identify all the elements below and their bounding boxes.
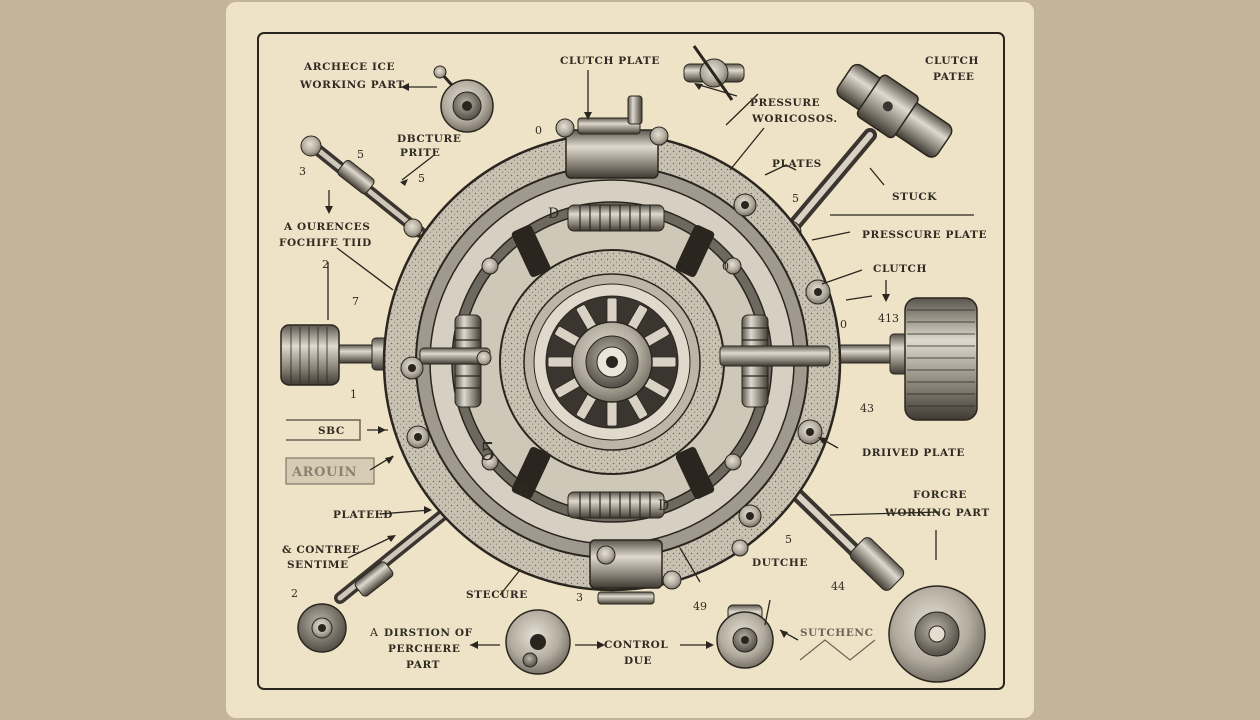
label-clutch-patee-1: CLUTCH xyxy=(925,55,979,67)
window-slots xyxy=(511,225,715,499)
bracket-sutchenc xyxy=(799,639,876,661)
label-dbcture-1: DBCTURE xyxy=(397,133,461,145)
number-marker: 3 xyxy=(576,591,583,604)
number-marker: 43 xyxy=(860,402,874,415)
number-marker: 413 xyxy=(878,312,899,325)
number-marker: 2 xyxy=(291,587,298,600)
number-marker: 0 xyxy=(722,260,729,273)
arm-lower-right xyxy=(773,471,986,683)
hub xyxy=(545,295,679,429)
top-pin-part xyxy=(683,45,745,101)
label-control-2: DUE xyxy=(624,655,652,667)
label-force-1: FORCRE xyxy=(913,489,967,501)
number-marker: D xyxy=(658,498,669,514)
label-pressure-2: WORICOSOS. xyxy=(751,113,838,125)
label-direction-3: PART xyxy=(406,659,440,671)
number-marker: 2 xyxy=(322,258,329,271)
label-ourences-2: FOCHIFE TIID xyxy=(279,237,372,249)
number-marker: 44 xyxy=(831,580,845,593)
label-working-part-top: WORKING PART xyxy=(299,79,405,91)
top-clamp xyxy=(555,95,669,179)
label-clutch-plate-top: CLUTCH PLATE xyxy=(560,55,660,67)
bottom-center-knob xyxy=(505,609,571,675)
number-marker: 49 xyxy=(693,600,707,613)
label-pressure-1: PRESSURE xyxy=(750,97,820,109)
bottom-clamp xyxy=(589,539,682,605)
arm-upper-left xyxy=(300,135,426,238)
label-stecure: STECURE xyxy=(466,589,528,601)
number-marker: 0 xyxy=(840,318,847,331)
number-marker: A xyxy=(369,626,379,639)
number-marker: 1 xyxy=(350,388,357,401)
label-clutch-mid: CLUTCH xyxy=(873,263,927,275)
label-plates: PLATES xyxy=(772,158,822,170)
number-marker: 0 xyxy=(535,124,542,137)
label-direction-2: PERCHERE xyxy=(388,643,460,655)
label-clutch-patee-2: PATEE xyxy=(933,71,975,83)
label-contree-1: & CONTREE xyxy=(282,544,360,556)
label-ourences-1: A OURENCES xyxy=(283,221,370,233)
release-lever xyxy=(419,345,831,367)
number-marker: D xyxy=(548,206,559,222)
number-marker: 5 xyxy=(480,438,495,466)
arrow-heads xyxy=(325,83,890,649)
label-direction-1: DIRSTION OF xyxy=(384,627,473,639)
number-marker: 5 xyxy=(418,172,425,185)
bottom-right-knob xyxy=(716,604,774,669)
label-dbcture-2: PRITE xyxy=(400,147,440,159)
label-stuck: STUCK xyxy=(892,191,937,203)
number-marker: D xyxy=(518,483,529,499)
number-marker: 5 xyxy=(357,148,364,161)
label-force-2: WORKING PART xyxy=(884,507,990,519)
label-dutche: DUTCHE xyxy=(752,557,808,569)
label-archece-ice: ARCHECE ICE xyxy=(303,61,395,73)
bracket-sbc xyxy=(285,419,375,485)
frame-border xyxy=(257,32,1005,690)
label-contree-2: SENTIME xyxy=(287,559,349,571)
label-control-1: CONTROL xyxy=(604,639,668,651)
number-marker: 3 xyxy=(299,165,306,178)
label-sbc: SBC xyxy=(318,425,345,437)
number-marker: 5 xyxy=(792,192,799,205)
label-arouin: AROUIN xyxy=(291,465,357,480)
label-driven-plate: DRIIVED PLATE xyxy=(862,447,965,459)
clutch-assembly xyxy=(382,95,842,605)
top-left-bearing xyxy=(433,65,494,133)
number-marker: 5 xyxy=(785,533,792,546)
right-knob-assembly xyxy=(819,297,978,421)
number-marker: 7 xyxy=(352,295,359,308)
label-plated: PLATEED xyxy=(333,509,393,521)
label-sutchenc: SUTCHENC xyxy=(800,627,874,639)
label-pressure-plate: PRESSCURE PLATE xyxy=(862,229,987,241)
